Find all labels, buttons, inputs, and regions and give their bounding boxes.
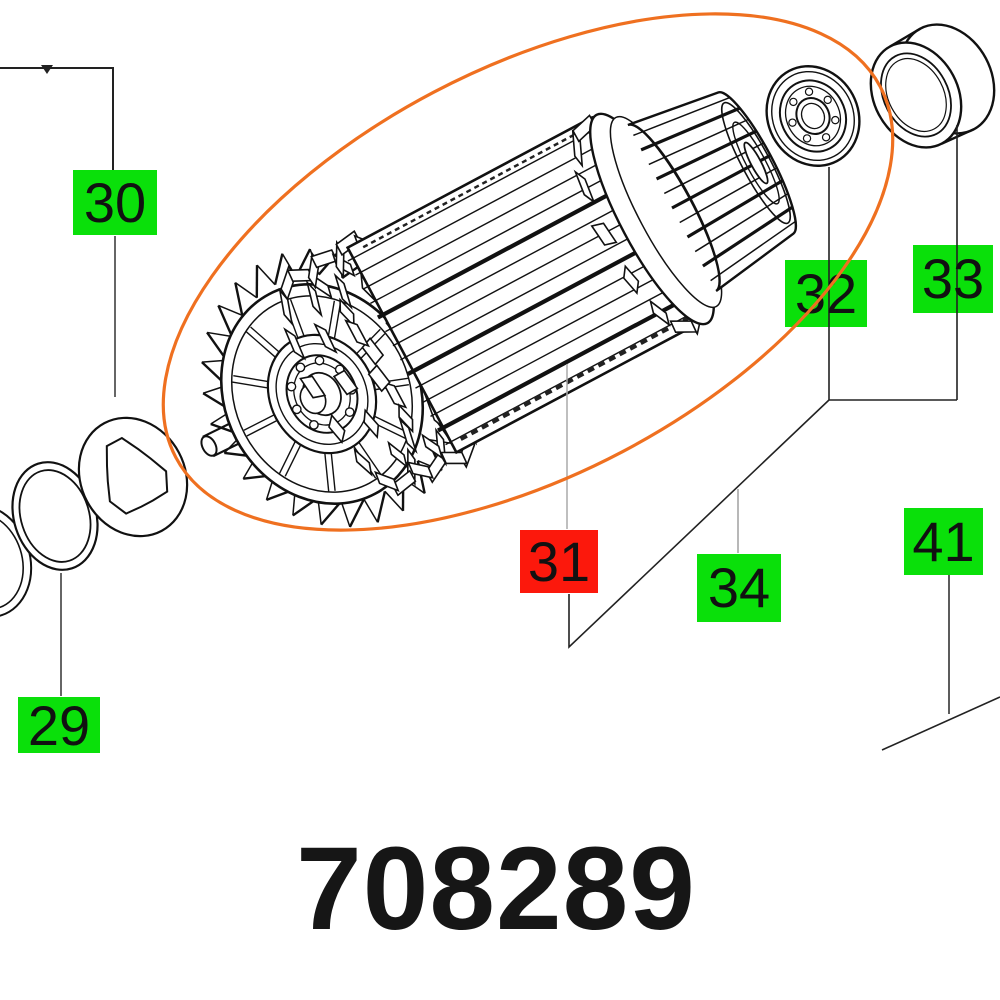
part-label-text-31: 31	[528, 530, 590, 593]
leader-arrow-30	[41, 65, 53, 74]
leader-line-30-top	[0, 67, 114, 170]
part-label-text-33: 33	[922, 247, 984, 310]
bearing-32-balls	[788, 87, 840, 143]
highlight-ellipse	[161, 12, 895, 532]
part-label-text-34: 34	[708, 556, 770, 619]
leader-bracket-31-32-33	[568, 125, 958, 649]
part-label-box-33[interactable]	[913, 245, 993, 313]
part-label-box-29[interactable]	[18, 697, 100, 753]
washer-30-drawing	[77, 416, 189, 538]
part-label-text-30: 30	[84, 171, 146, 234]
part-number: 708289	[296, 823, 696, 955]
callout-boxes	[18, 170, 993, 753]
sleeve-33-drawing	[869, 23, 996, 149]
part-label-box-41[interactable]	[904, 508, 983, 575]
part-label-text-29: 29	[28, 694, 90, 757]
part-label-box-34[interactable]	[697, 554, 781, 622]
callout-labels: 29 30 31 32 33 34 41	[28, 171, 984, 757]
armature-drawing	[200, 91, 798, 528]
part-label-box-31[interactable]	[520, 530, 598, 593]
washer-30-keyed-hole	[105, 436, 169, 515]
leader-line-41-diagonal	[881, 696, 1000, 751]
commutator-drawing	[627, 91, 798, 293]
leader-lines	[0, 65, 1000, 751]
part-label-box-30[interactable]	[73, 170, 157, 235]
part-label-text-41: 41	[912, 510, 974, 573]
bearing-32-drawing	[765, 65, 861, 167]
